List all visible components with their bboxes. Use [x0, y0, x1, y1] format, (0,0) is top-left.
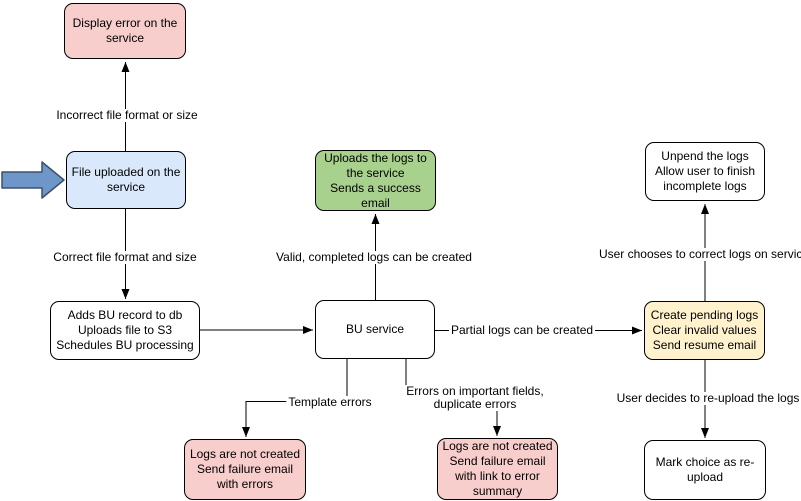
edge-label-valid-logs: Valid, completed logs can be created: [274, 250, 474, 264]
edge-label-important-errors: Errors on important fields, duplicate er…: [404, 384, 546, 411]
node-create-pending-logs: Create pending logs Clear invalid values…: [644, 301, 765, 360]
node-display-error: Display error on the service: [64, 3, 186, 59]
node-unpend-logs: Unpend the logs Allow user to finish inc…: [645, 142, 765, 201]
node-file-uploaded: File uploaded on the service: [66, 151, 186, 209]
node-label-line: BU service: [345, 322, 404, 336]
node-logs-not-created-summary: Logs are not created Send failure email …: [437, 438, 558, 500]
node-label-line: Mark choice as re-upload: [655, 455, 755, 484]
node-label-line: Adds BU record to db: [67, 308, 183, 322]
input-arrow-icon: [1, 161, 65, 199]
node-label-line: Clear invalid values: [652, 323, 757, 337]
node-uploads-logs-success: Uploads the logs to the service Sends a …: [315, 150, 436, 211]
node-label-line: Uploads the logs to the service: [324, 150, 427, 180]
edge-label-choose-correct: User chooses to correct logs on service: [596, 248, 801, 261]
node-mark-reupload: Mark choice as re-upload: [644, 440, 766, 500]
edge-label-line: Errors on important fields,: [406, 384, 544, 398]
edge-label-template-errors: Template errors: [286, 395, 374, 409]
node-adds-bu-record: Adds BU record to db Uploads file to S3 …: [50, 301, 200, 360]
node-label-line: Logs are not created: [189, 447, 301, 461]
node-label-line: Create pending logs: [650, 308, 759, 322]
node-label-line: Send failure email with link to error su…: [449, 454, 546, 498]
edge-label-decide-reupload: User decides to re-upload the logs: [614, 391, 801, 405]
node-logs-not-created-errors: Logs are not created Send failure email …: [184, 439, 306, 500]
node-label-line: File uploaded on the service: [71, 165, 181, 194]
node-bu-service: BU service: [315, 300, 435, 359]
node-label-line: Sends a success email: [330, 180, 421, 210]
node-label-line: Send failure email with errors: [196, 462, 294, 491]
edge-label-incorrect-format: Incorrect file format or size: [54, 108, 200, 122]
node-label-line: Allow user to finish incomplete logs: [654, 164, 756, 193]
node-label-line: Schedules BU processing: [56, 338, 194, 352]
node-label-line: Send resume email: [652, 338, 757, 352]
node-label-line: Unpend the logs: [661, 149, 749, 163]
node-label-line: Logs are not created: [442, 439, 553, 453]
edge-label-line: duplicate errors: [433, 397, 517, 411]
edge-label-correct-format: Correct file format and size: [51, 250, 199, 264]
node-label-line: Display error on the service: [72, 16, 178, 45]
node-label-line: Uploads file to S3: [77, 323, 173, 337]
edge-label-partial-logs: Partial logs can be created: [448, 323, 596, 337]
